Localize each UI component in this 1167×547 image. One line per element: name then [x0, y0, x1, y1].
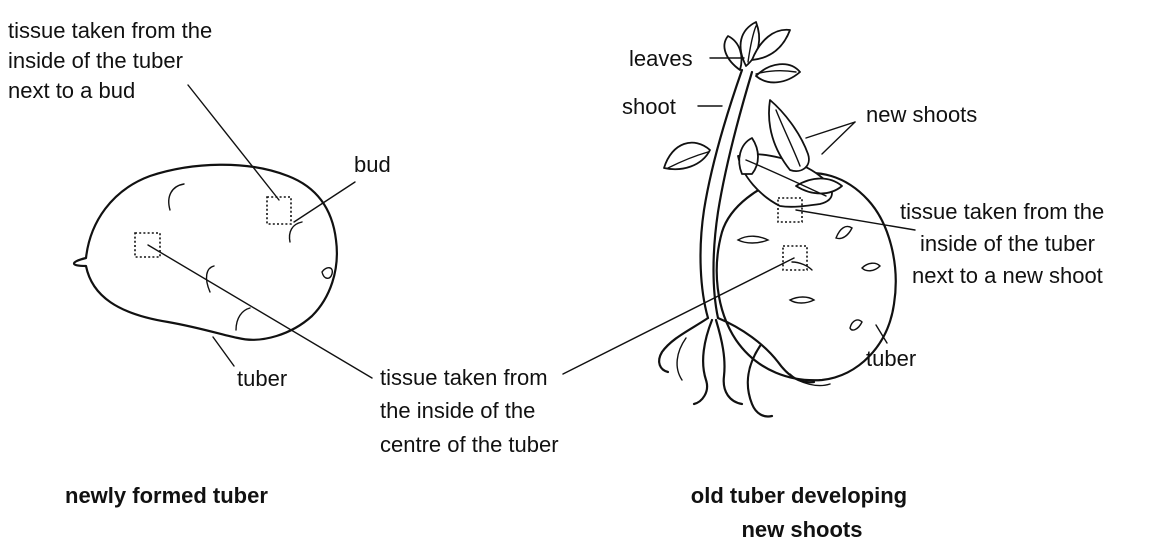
old-tuber-drawing: [563, 22, 915, 417]
label-shoot: shoot: [622, 94, 676, 119]
top-leaf: [756, 64, 800, 82]
newly-formed-tuber-drawing: [74, 85, 372, 378]
leader-tissue-centre-old: [563, 258, 794, 374]
tuber-eye-right: [862, 263, 880, 271]
tissue-square-centre-old: [783, 246, 807, 270]
root: [694, 320, 712, 404]
tissue-square-bud: [267, 197, 291, 224]
tuber-outline-left: [74, 165, 337, 340]
root: [659, 318, 708, 372]
label-tissue-bud: tissue taken from the inside of the tube…: [8, 18, 218, 103]
new-shoot: [739, 138, 758, 174]
label-bud: bud: [354, 152, 391, 177]
main-shoot-stem: [714, 72, 753, 318]
label-tuber-right: tuber: [866, 346, 916, 371]
tuber-eye-right: [738, 236, 768, 243]
label-tissue-new-shoot: tissue taken from the inside of the tube…: [900, 199, 1110, 288]
tuber-eye-left: [236, 308, 250, 330]
tuber-eye-right: [790, 297, 814, 303]
label-tuber-left: tuber: [237, 366, 287, 391]
tuber-eye-left: [169, 184, 184, 210]
leader-tissue-centre: [148, 245, 372, 378]
root: [718, 318, 814, 382]
label-leaves: leaves: [629, 46, 693, 71]
tuber-eye-left: [207, 266, 214, 292]
root: [716, 320, 742, 404]
label-new-shoots: new shoots: [866, 102, 977, 127]
leader-tissue-new-shoot: [796, 210, 915, 230]
label-tissue-centre: tissue taken from the inside of the cent…: [380, 365, 559, 457]
caption-old-tuber: old tuber developing new shoots: [691, 483, 913, 542]
tuber-eye-right: [792, 262, 812, 270]
bud-drawing: [290, 222, 303, 242]
leader-tissue-bud: [188, 85, 279, 200]
tuber-eye-right: [836, 226, 852, 238]
leader-tuber-left: [213, 337, 234, 366]
leader-bud: [294, 182, 355, 222]
top-leaf: [724, 36, 741, 70]
root: [677, 338, 686, 380]
tuber-eye-left: [322, 268, 332, 279]
stem-leaf: [664, 143, 710, 170]
caption-newly-formed-tuber: newly formed tuber: [65, 483, 268, 508]
tuber-eye-right: [850, 320, 862, 330]
